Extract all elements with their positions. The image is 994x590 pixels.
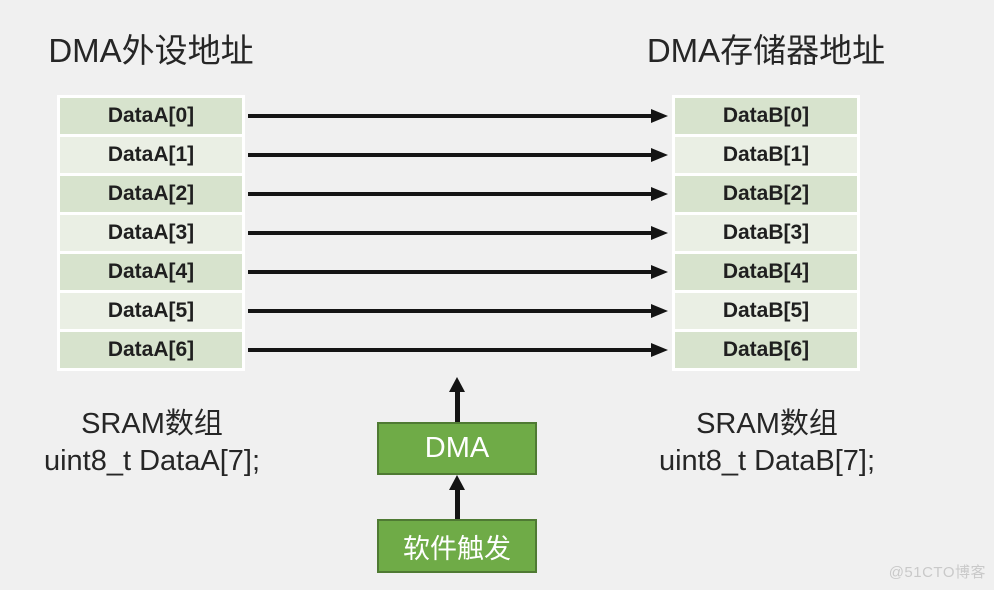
arrow-shaft: [248, 231, 651, 235]
transfer-arrow: [248, 265, 668, 279]
transfer-arrow: [248, 343, 668, 357]
memory-cell: DataB[4]: [675, 254, 857, 290]
memory-cell: DataA[4]: [60, 254, 242, 290]
arrow-head-icon: [651, 304, 668, 318]
memory-cell: DataB[2]: [675, 176, 857, 212]
transfer-arrow: [248, 187, 668, 201]
arrow-shaft: [454, 392, 460, 423]
transfer-arrow: [248, 226, 668, 240]
memory-cell: DataA[5]: [60, 293, 242, 329]
dma-up-arrow: [449, 377, 465, 423]
memory-cell: DataB[6]: [675, 332, 857, 368]
memory-cell: DataB[5]: [675, 293, 857, 329]
arrow-shaft: [248, 348, 651, 352]
transfer-arrow: [248, 304, 668, 318]
memory-cell: DataA[0]: [60, 98, 242, 134]
arrow-shaft: [248, 192, 651, 196]
arrow-shaft: [248, 153, 651, 157]
arrow-shaft: [248, 309, 651, 313]
dma-box: DMA: [377, 422, 537, 475]
arrow-head-icon: [651, 109, 668, 123]
memory-cell: DataB[3]: [675, 215, 857, 251]
arrow-head-icon: [651, 187, 668, 201]
memory-cell: DataB[1]: [675, 137, 857, 173]
arrow-shaft: [248, 270, 651, 274]
arrow-head-icon: [651, 265, 668, 279]
sram-caption-right: SRAM数组 uint8_t DataB[7];: [659, 406, 875, 480]
peripheral-address-title: DMA外设地址: [48, 32, 254, 69]
arrow-head-icon: [651, 343, 668, 357]
memory-cell: DataA[3]: [60, 215, 242, 251]
transfer-arrow: [248, 109, 668, 123]
arrow-head-icon: [651, 226, 668, 240]
peripheral-array-table: DataA[0] DataA[1] DataA[2] DataA[3] Data…: [57, 95, 245, 371]
sram-caption-right-line1: SRAM数组: [696, 408, 838, 440]
transfer-arrow: [248, 148, 668, 162]
software-trigger-box: 软件触发: [377, 519, 537, 573]
memory-cell: DataA[6]: [60, 332, 242, 368]
sram-caption-left-line1: SRAM数组: [81, 408, 223, 440]
trigger-up-arrow: [449, 475, 465, 520]
sram-caption-left-line2: uint8_t DataA[7];: [43, 445, 261, 477]
arrow-shaft: [248, 114, 651, 118]
sram-caption-right-line2: uint8_t DataB[7];: [658, 445, 876, 477]
memory-address-title: DMA存储器地址: [646, 32, 886, 69]
arrow-shaft: [454, 490, 460, 520]
memory-cell: DataA[1]: [60, 137, 242, 173]
arrow-head-icon: [449, 475, 465, 490]
arrow-head-icon: [449, 377, 465, 392]
memory-cell: DataA[2]: [60, 176, 242, 212]
sram-caption-left: SRAM数组 uint8_t DataA[7];: [44, 406, 260, 480]
watermark: @51CTO博客: [888, 564, 986, 581]
memory-array-table: DataB[0] DataB[1] DataB[2] DataB[3] Data…: [672, 95, 860, 371]
memory-cell: DataB[0]: [675, 98, 857, 134]
arrow-head-icon: [651, 148, 668, 162]
